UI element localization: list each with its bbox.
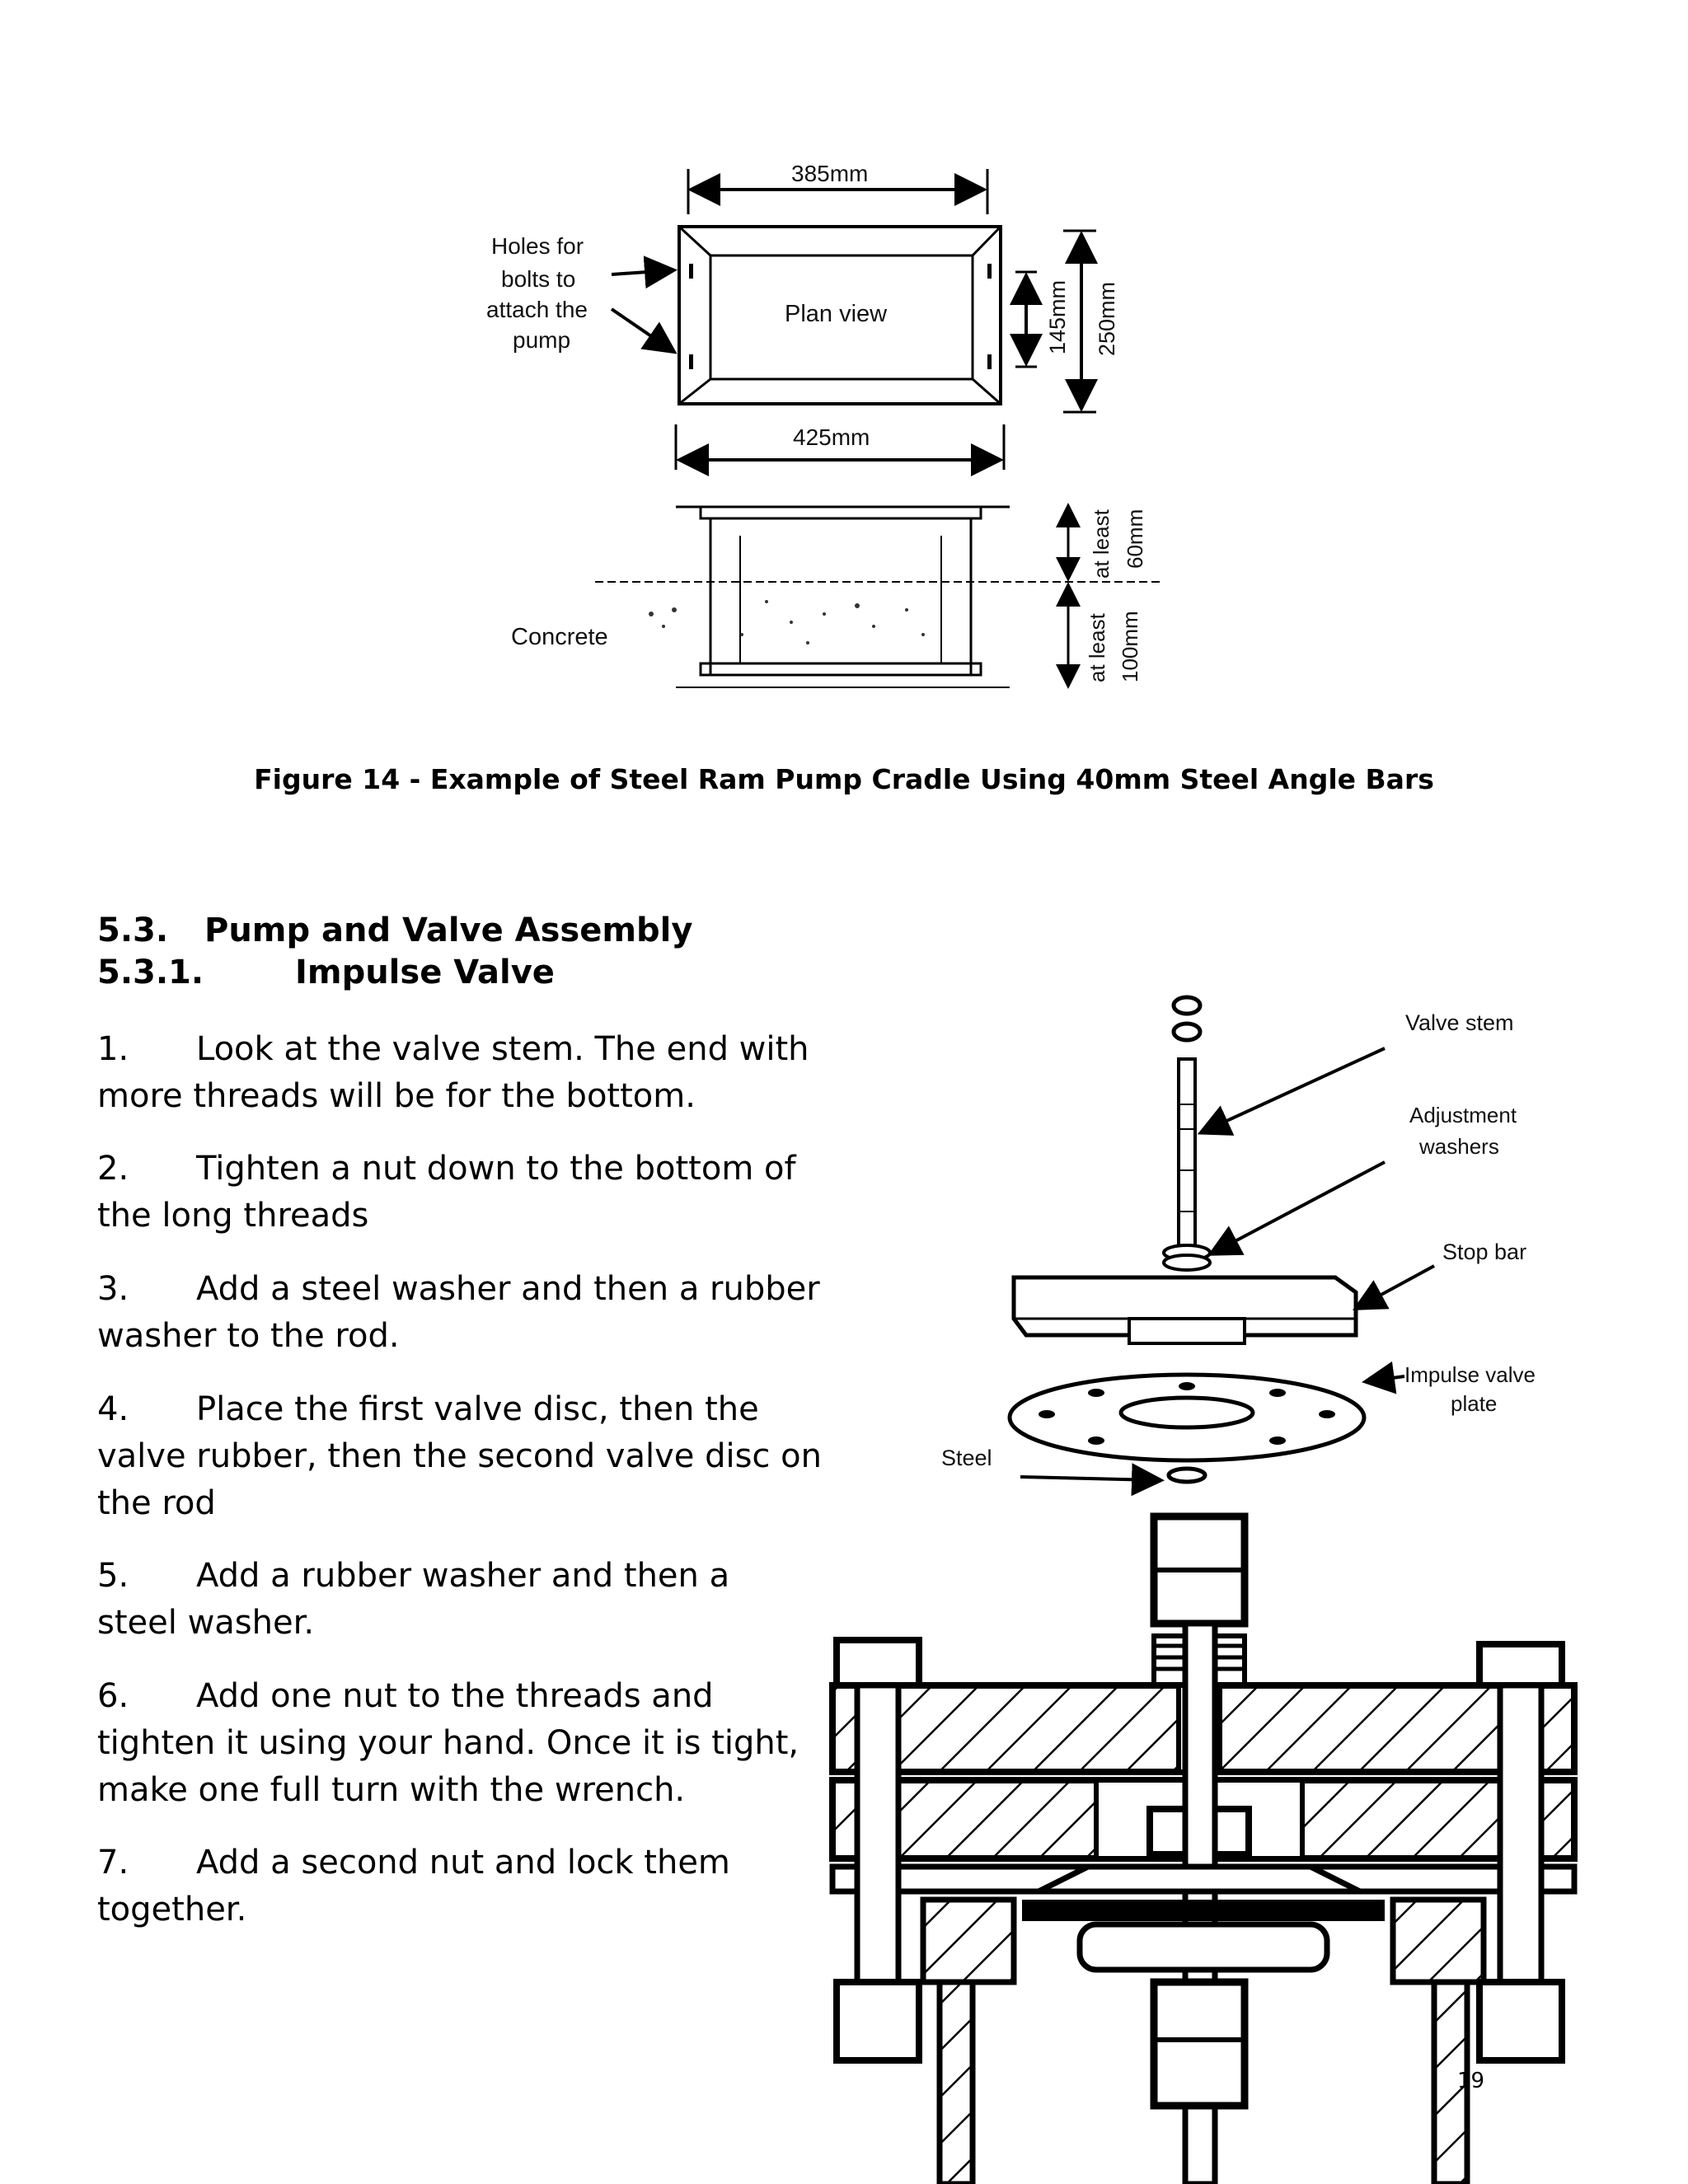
nut bbox=[1171, 995, 1203, 1016]
step-number: 6. bbox=[97, 1677, 129, 1715]
section-title: Pump and Valve Assembly bbox=[204, 912, 693, 949]
bolt-hole bbox=[689, 354, 693, 369]
step-number: 5. bbox=[97, 1557, 129, 1595]
cradle-figure: 385mm Plan view Holes for bolts to attac… bbox=[486, 161, 1162, 689]
step-text: Add a rubber washer and then a steel was… bbox=[97, 1557, 730, 1642]
section-heading: 5.3. Pump and Valve Assembly bbox=[97, 912, 692, 949]
dim-top: 385mm bbox=[791, 161, 868, 186]
bottom-nut bbox=[1150, 1978, 1249, 2110]
holes-label-1: Holes for bbox=[491, 233, 584, 259]
lower-depth-2: 100mm bbox=[1118, 611, 1142, 682]
plan-view-label: Plan view bbox=[785, 301, 888, 327]
lower-depth-1: at least bbox=[1085, 612, 1109, 682]
label-stop-bar: Stop bar bbox=[1442, 1240, 1526, 1264]
bolt-hole bbox=[987, 264, 992, 279]
subsection-heading: 5.3.1. Impulse Valve bbox=[97, 954, 555, 991]
page-number: 19 bbox=[1457, 2069, 1485, 2093]
step-item: 7.Add a second nut and lock them togethe… bbox=[97, 1840, 790, 1933]
bolt-hole bbox=[689, 264, 693, 279]
step-number: 1. bbox=[97, 1030, 129, 1068]
valve-rubber bbox=[1022, 1900, 1385, 1921]
dim-bottom: 425mm bbox=[793, 424, 870, 450]
label-valve-stem: Valve stem bbox=[1405, 1010, 1514, 1035]
concrete-label: Concrete bbox=[511, 624, 608, 650]
valve-exploded-figure: Valve stem Adjustment washers Stop bar I… bbox=[941, 995, 1536, 1497]
upper-depth-2: 60mm bbox=[1123, 509, 1147, 569]
nut bbox=[1171, 1021, 1203, 1043]
label-plate-1: Impulse valve bbox=[1404, 1362, 1536, 1387]
bolt-hole bbox=[987, 354, 992, 369]
valve-cross-section bbox=[829, 1512, 1578, 2184]
step-text: Place the first valve disc, then the val… bbox=[97, 1390, 822, 1522]
step-text: Tighten a nut down to the bottom of the … bbox=[97, 1150, 796, 1235]
step-text: Look at the valve stem. The end with mor… bbox=[97, 1030, 809, 1115]
step-text: Add a second nut and lock them together. bbox=[97, 1844, 730, 1929]
dim-outer: 250mm bbox=[1095, 282, 1119, 356]
step-item: 2.Tighten a nut down to the bottom of th… bbox=[97, 1146, 856, 1240]
label-adjustment-2: washers bbox=[1418, 1134, 1499, 1159]
holes-label-3: attach the bbox=[486, 297, 588, 322]
figure-caption: Figure 14 - Example of Steel Ram Pump Cr… bbox=[254, 763, 1434, 795]
step-text: Add a steel washer and then a rubber was… bbox=[97, 1270, 820, 1355]
step-item: 3.Add a steel washer and then a rubber w… bbox=[97, 1266, 856, 1360]
step-number: 4. bbox=[97, 1390, 129, 1428]
step-number: 3. bbox=[97, 1270, 129, 1308]
dim-inner: 145mm bbox=[1045, 280, 1070, 354]
subsection-number: 5.3.1. bbox=[97, 954, 204, 991]
step-item: 6.Add one nut to the threads and tighten… bbox=[97, 1673, 823, 1814]
upper-depth-1: at least bbox=[1089, 509, 1114, 579]
label-adjustment-1: Adjustment bbox=[1409, 1103, 1517, 1127]
step-number: 2. bbox=[97, 1150, 129, 1188]
step-text: Add one nut to the threads and tighten i… bbox=[97, 1677, 799, 1809]
subsection-title: Impulse Valve bbox=[295, 954, 555, 991]
step-item: 5.Add a rubber washer and then a steel w… bbox=[97, 1553, 757, 1647]
step-item: 4.Place the first valve disc, then the v… bbox=[97, 1386, 856, 1527]
left-bolt bbox=[833, 1637, 922, 1689]
label-plate-2: plate bbox=[1451, 1391, 1497, 1416]
holes-label-2: bolts to bbox=[501, 266, 575, 292]
valve-stem bbox=[1177, 1057, 1197, 1263]
label-steel: Steel bbox=[941, 1446, 992, 1470]
right-bolt bbox=[1476, 1641, 1565, 1689]
step-number: 7. bbox=[97, 1844, 129, 1882]
step-item: 1.Look at the valve stem. The end with m… bbox=[97, 1026, 856, 1120]
section-number: 5.3. bbox=[97, 912, 169, 949]
holes-label-4: pump bbox=[513, 327, 570, 353]
